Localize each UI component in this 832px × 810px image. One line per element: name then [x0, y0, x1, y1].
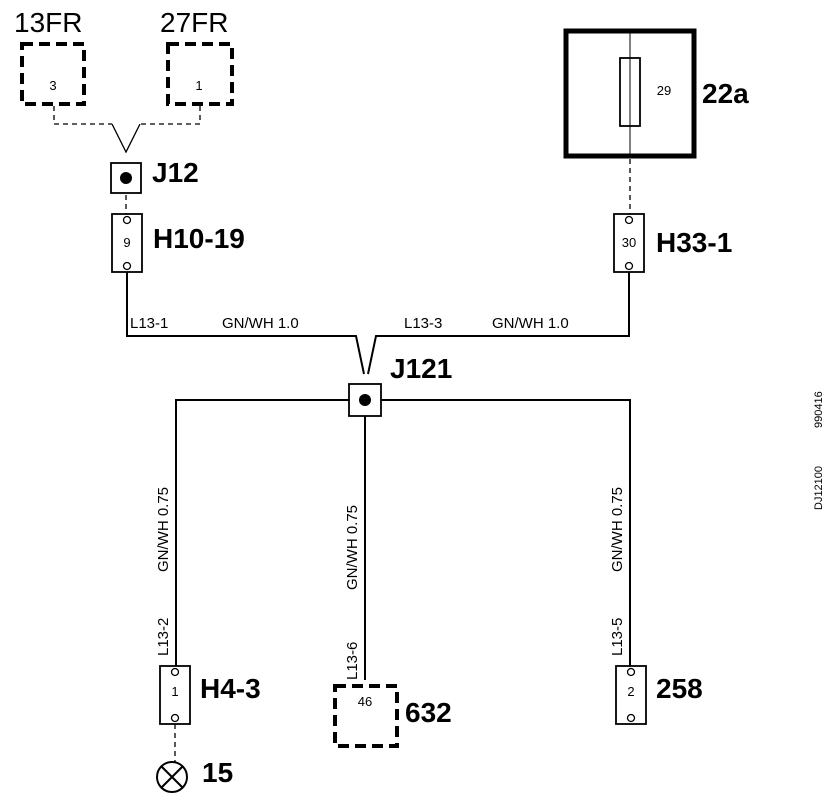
connector-27fr[interactable]	[166, 42, 234, 106]
connector-13fr[interactable]	[20, 42, 86, 106]
connector-h4-3-label: H4-3	[200, 673, 261, 704]
wire-splice-to-j12	[111, 123, 141, 154]
wire-l13-3-id: L13-3	[404, 315, 442, 332]
splice-j12-label: J12	[152, 157, 199, 188]
splice-j12[interactable]	[110, 162, 142, 194]
wire-l13-2-id: L13-2	[155, 618, 172, 656]
connector-h10-19-label: H10-19	[153, 223, 245, 254]
connector-13fr-pin: 3	[49, 78, 56, 93]
connector-632-label: 632	[405, 697, 452, 728]
splice-j121-label: J121	[390, 353, 452, 384]
connector-h10-19-hole-top	[122, 215, 132, 225]
splice-j12-dot	[120, 172, 132, 184]
connector-h33-1-hole-bottom	[624, 261, 634, 271]
wire-l13-5-run[interactable]	[381, 399, 631, 666]
connector-h33-1-hole-top	[624, 215, 634, 225]
drawing-code: DJ12100	[813, 466, 825, 510]
connector-27fr-label: 27FR	[160, 7, 228, 38]
wire-l13-2-spec: GN/WH 0.75	[155, 487, 172, 572]
wire-l13-3-spec: GN/WH 1.0	[492, 315, 569, 332]
connector-h10-19-hole-bottom	[122, 261, 132, 271]
connector-13fr-label: 13FR	[14, 7, 82, 38]
fuse-box-22a-label: 22a	[702, 78, 749, 109]
connector-h33-1-label: H33-1	[656, 227, 732, 258]
wire-l13-3[interactable]	[367, 272, 630, 375]
connector-258-pin: 2	[627, 684, 634, 699]
wire-l13-6-id: L13-6	[344, 642, 361, 680]
connector-27fr-pin: 1	[195, 78, 202, 93]
connector-h10-19-pin: 9	[123, 235, 130, 250]
connector-h4-3-hole-top	[170, 667, 180, 677]
wire-13fr-dashed	[53, 106, 112, 125]
wire-l13-5-spec: GN/WH 0.75	[609, 487, 626, 572]
connector-632[interactable]	[333, 684, 399, 748]
wire-l13-2-run[interactable]	[175, 399, 349, 666]
wire-l13-1-id: L13-1	[130, 315, 168, 332]
splice-j121-dot	[359, 394, 371, 406]
drawing-date: 990416	[813, 391, 825, 428]
connector-258-label: 258	[656, 673, 703, 704]
connector-258-hole-bottom	[626, 713, 636, 723]
connector-h33-1-pin: 30	[622, 235, 636, 250]
connector-h4-3-pin: 1	[171, 684, 178, 699]
fuse-22a-pin: 29	[657, 83, 671, 98]
wire-l13-1[interactable]	[126, 272, 365, 375]
wire-l13-6-spec: GN/WH 0.75	[344, 505, 361, 590]
connector-h4-3-hole-bottom	[170, 713, 180, 723]
lamp-15-label: 15	[202, 757, 233, 788]
connector-258-hole-top	[626, 667, 636, 677]
wire-l13-1-spec: GN/WH 1.0	[222, 315, 299, 332]
fuse-box-22a[interactable]	[563, 28, 697, 159]
connector-632-pin: 46	[358, 694, 372, 709]
wire-27fr-dashed	[140, 106, 201, 125]
lamp-15-cross-b	[160, 765, 184, 789]
wire-l13-5-id: L13-5	[609, 618, 626, 656]
